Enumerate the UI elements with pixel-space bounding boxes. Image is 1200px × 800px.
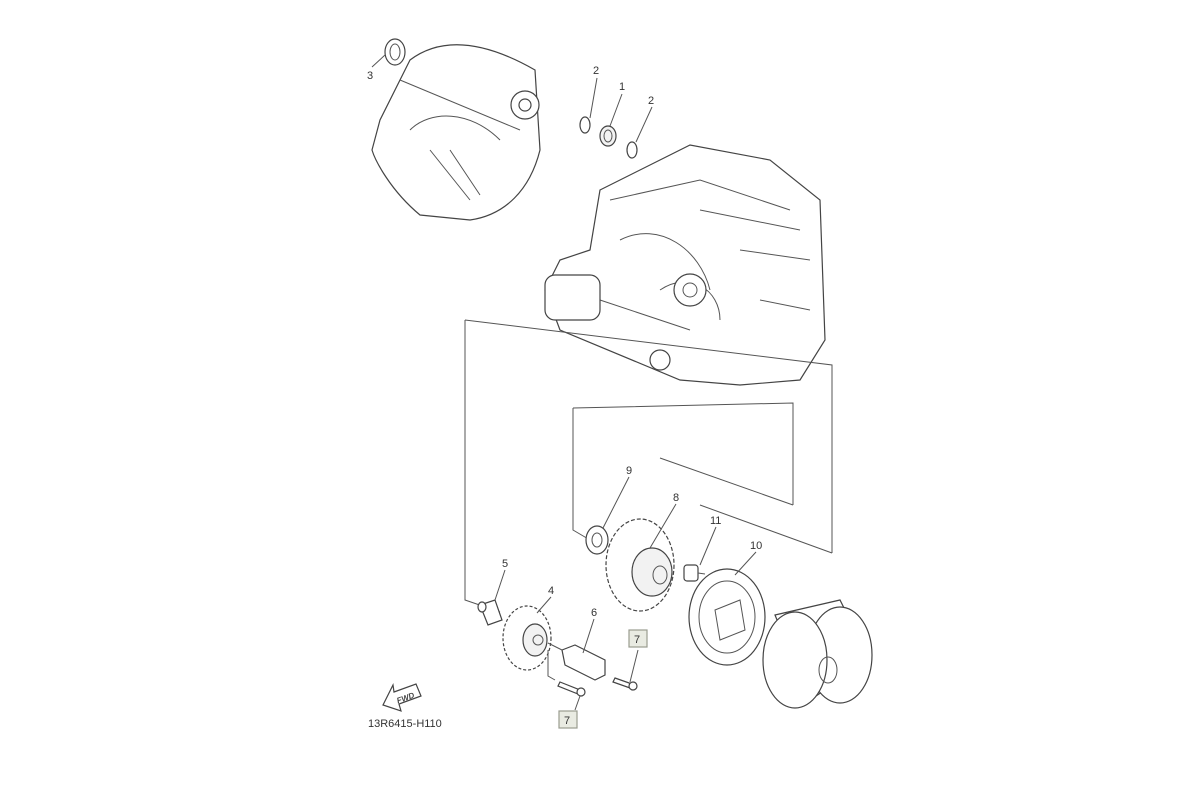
callout-5: 5 xyxy=(502,558,508,570)
leader-lines xyxy=(371,54,757,711)
rotor xyxy=(762,599,873,709)
idler-gear xyxy=(605,518,675,612)
callout-4: 4 xyxy=(548,585,554,597)
reduction-gear xyxy=(502,605,552,671)
crankcase xyxy=(544,144,826,386)
callout-2: 2 xyxy=(593,65,599,77)
fwd-arrow-icon: FWD xyxy=(382,683,422,712)
circlip-left xyxy=(579,116,591,134)
crankcase-cover xyxy=(371,44,541,221)
callout-7: 7 xyxy=(634,634,640,646)
oil-seal xyxy=(384,38,406,66)
drawing-code: 13R6415-H110 xyxy=(368,718,442,730)
shaft xyxy=(477,599,503,626)
callout-7: 7 xyxy=(564,715,570,727)
bushing xyxy=(599,125,617,147)
callout-11: 11 xyxy=(710,515,721,527)
callout-box xyxy=(628,629,648,648)
thrust-washer xyxy=(585,525,609,555)
callout-1: 1 xyxy=(619,81,625,93)
callout-3: 3 xyxy=(367,70,373,82)
callout-9: 9 xyxy=(626,465,632,477)
screw-lower xyxy=(557,681,586,697)
starter-clutch xyxy=(688,568,766,666)
callout-2: 2 xyxy=(648,95,654,107)
circlip-right xyxy=(626,141,638,159)
callout-8: 8 xyxy=(673,492,679,504)
callout-10: 10 xyxy=(750,540,762,552)
bolt xyxy=(683,564,706,582)
callout-box xyxy=(558,710,578,729)
plate xyxy=(547,642,606,681)
callout-6: 6 xyxy=(591,607,597,619)
screw-upper xyxy=(612,677,638,691)
